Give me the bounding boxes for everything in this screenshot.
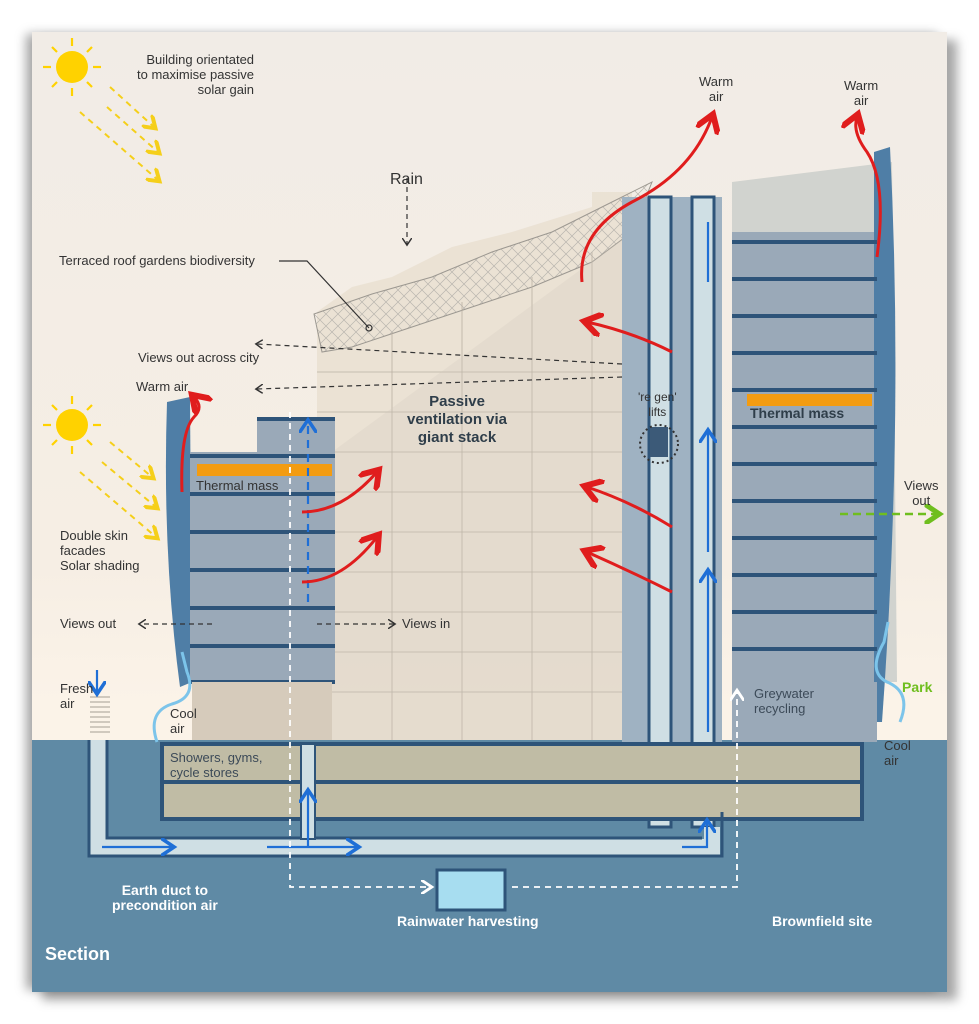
rain-label: Rain: [390, 171, 423, 188]
thermal-mass-left-band: [197, 464, 332, 476]
thermal-mass-right-label: Thermal mass: [750, 405, 845, 421]
regen-lifts-label: 're gen'lifts: [638, 390, 677, 419]
rainwater-tank: [435, 868, 507, 912]
views-city-label: Views out across city: [138, 350, 260, 365]
views-out-left-label: Views out: [60, 616, 117, 631]
duct-flow-arrows: [97, 222, 708, 847]
sun-icon-side: [43, 396, 101, 454]
building-section-diagram: [32, 38, 947, 992]
atrium-structure: [313, 180, 653, 740]
warm-air-flows: [180, 117, 882, 594]
views-in-label: Views in: [402, 616, 451, 631]
sun-rays-side: [79, 441, 156, 537]
cool-air-flows: [152, 621, 906, 743]
warm-air-left-label: Warm air: [136, 379, 189, 394]
view-lines: [140, 178, 623, 624]
brownfield-label: Brownfield site: [772, 913, 873, 929]
roof-gardens-label: Terraced roof gardens biodiversity: [59, 253, 255, 268]
earth-duct: [90, 740, 720, 855]
thermal-mass-right-band: [747, 394, 872, 406]
right-tower: [732, 147, 897, 742]
sun-rays-top: [79, 86, 158, 180]
left-wing: [165, 397, 335, 740]
thermal-mass-left-label: Thermal mass: [196, 478, 279, 493]
rainwater-harvesting-label: Rainwater harvesting: [397, 913, 539, 929]
section-title: Section: [45, 944, 111, 964]
ventilation-stack: [622, 195, 722, 829]
roof-garden-leader: [279, 260, 370, 329]
rainwater-routes: [289, 412, 737, 887]
showers-label: Showers, gyms,cycle stores: [170, 750, 263, 780]
regen-lift-car: [650, 427, 668, 457]
park-label: Park: [902, 679, 933, 695]
sun-icon-top: [43, 38, 101, 96]
